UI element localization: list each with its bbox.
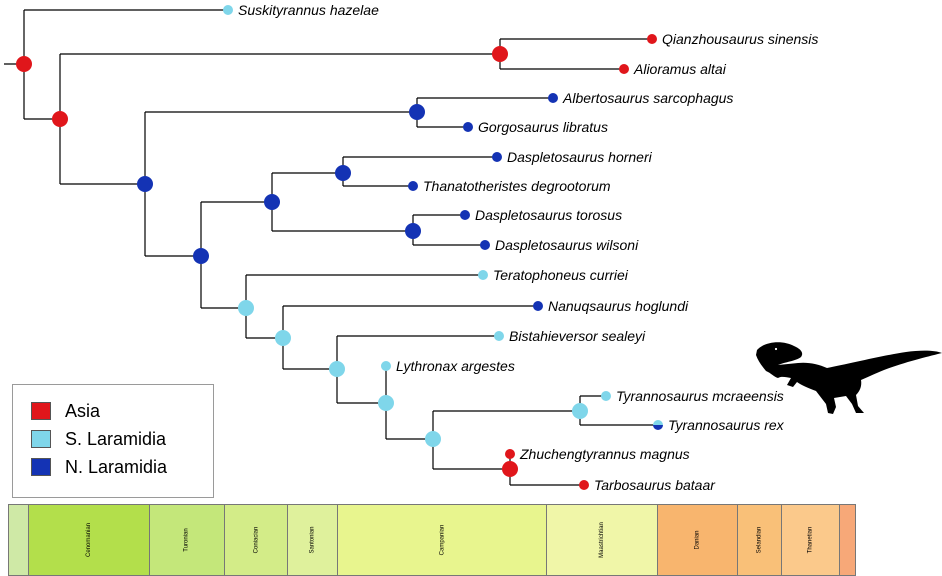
stage-thanetian: Thanetian	[782, 504, 840, 576]
taxon-label: Tyrannosaurus mcraeensis	[616, 388, 784, 404]
taxon-label: Tarbosaurus bataar	[594, 477, 716, 493]
tip-marker	[463, 122, 473, 132]
node-s-laramidia	[275, 330, 291, 346]
legend-item-n-laramidia: N. Laramidia	[31, 453, 167, 481]
tip-marker-half-n-laramidia	[653, 425, 663, 430]
tyrannosaur-silhouette-icon	[756, 342, 942, 414]
tip-marker	[579, 480, 589, 490]
node-n-laramidia	[335, 165, 351, 181]
stage-label: Campanian	[439, 524, 445, 556]
node-s-laramidia	[425, 431, 441, 447]
tip-marker	[460, 210, 470, 220]
taxon-label: Bistahieversor sealeyi	[509, 328, 646, 344]
internal-nodes	[16, 46, 588, 477]
stage-campanian: Campanian	[338, 504, 547, 576]
node-daspletosaurini-n-laramidia	[264, 194, 280, 210]
asia-swatch-icon	[31, 402, 51, 420]
node-asia	[52, 111, 68, 127]
tip-marker	[548, 93, 558, 103]
taxon-label: Nanuqsaurus hoglundi	[548, 298, 689, 314]
stage-label: Maastrichtian	[599, 522, 605, 558]
n-laramidia-swatch-icon	[31, 458, 51, 476]
taxon-label: Teratophoneus curriei	[493, 267, 629, 283]
legend-label: N. Laramidia	[65, 456, 168, 477]
tip-marker	[601, 391, 611, 401]
taxon-label: Zhuchengtyrannus magnus	[519, 446, 690, 462]
legend-label: S. Laramidia	[65, 428, 167, 449]
stage-label: Danian	[694, 530, 701, 550]
stage-selandian: Selandian	[738, 504, 782, 576]
stage-unlabeled	[840, 504, 856, 576]
tip-marker	[480, 240, 490, 250]
node-tyrannosaurus-s-laramidia	[572, 403, 588, 419]
tip-labels: Suskityrannus hazelae Qianzhousaurus sin…	[238, 2, 818, 493]
tip-marker	[223, 5, 233, 15]
legend: Asia S. Laramidia N. Laramidia	[12, 384, 214, 498]
stage-label: Coniacian	[253, 526, 259, 554]
taxon-label: Daspletosaurus torosus	[475, 207, 622, 223]
stage-santonian: Santonian	[288, 504, 338, 576]
tip-marker	[619, 64, 629, 74]
taxon-label: Thanatotheristes degrootorum	[423, 178, 611, 194]
taxon-label: Lythronax argestes	[396, 358, 515, 374]
taxon-label: Gorgosaurus libratus	[478, 119, 608, 135]
tip-marker-half-s-laramidia	[653, 420, 663, 425]
node-s-laramidia	[329, 361, 345, 377]
taxon-label: Qianzhousaurus sinensis	[662, 31, 818, 47]
tip-marker	[381, 361, 391, 371]
geologic-timescale: Cenomanian Turonian Coniacian Santonian …	[8, 504, 856, 576]
tip-marker	[505, 449, 515, 459]
taxon-label: Daspletosaurus horneri	[507, 149, 653, 165]
node-tyrannosaurinae-n-laramidia	[193, 248, 209, 264]
legend-item-asia: Asia	[31, 397, 100, 425]
node-n-laramidia	[137, 176, 153, 192]
node-tarbosaurini-asia	[502, 461, 518, 477]
tip-marker	[492, 152, 502, 162]
tip-marker	[647, 34, 657, 44]
node-alioramini-asia	[492, 46, 508, 62]
node-s-laramidia	[238, 300, 254, 316]
stage-label: Cenomanian	[86, 522, 92, 558]
tip-marker	[533, 301, 543, 311]
legend-item-s-laramidia: S. Laramidia	[31, 425, 166, 453]
stage-maastrichtian: Maastrichtian	[547, 504, 658, 576]
node-albertosaurinae-n-laramidia	[409, 104, 425, 120]
taxon-label: Suskityrannus hazelae	[238, 2, 379, 18]
taxon-label: Alioramus altai	[633, 61, 727, 77]
stage-unlabeled	[8, 504, 29, 576]
legend-label: Asia	[65, 400, 101, 421]
stage-label: Selandian	[756, 526, 763, 554]
stage-turonian: Turonian	[150, 504, 225, 576]
taxon-label: Tyrannosaurus rex	[668, 417, 785, 433]
tip-marker	[478, 270, 488, 280]
taxon-label: Albertosaurus sarcophagus	[562, 90, 733, 106]
stage-label: Turonian	[184, 528, 190, 552]
s-laramidia-swatch-icon	[31, 430, 51, 448]
tip-marker	[494, 331, 504, 341]
node-root-asia	[16, 56, 32, 72]
phylogenetic-tree: Suskityrannus hazelae Qianzhousaurus sin…	[4, 2, 942, 493]
taxon-label: Daspletosaurus wilsoni	[495, 237, 639, 253]
tip-markers	[223, 5, 663, 490]
node-n-laramidia	[405, 223, 421, 239]
stage-label: Santonian	[309, 526, 316, 554]
stage-coniacian: Coniacian	[225, 504, 288, 576]
node-s-laramidia	[378, 395, 394, 411]
stage-label: Thanetian	[807, 526, 814, 554]
stage-cenomanian: Cenomanian	[29, 504, 150, 576]
tip-marker	[408, 181, 418, 191]
stage-danian: Danian	[658, 504, 738, 576]
